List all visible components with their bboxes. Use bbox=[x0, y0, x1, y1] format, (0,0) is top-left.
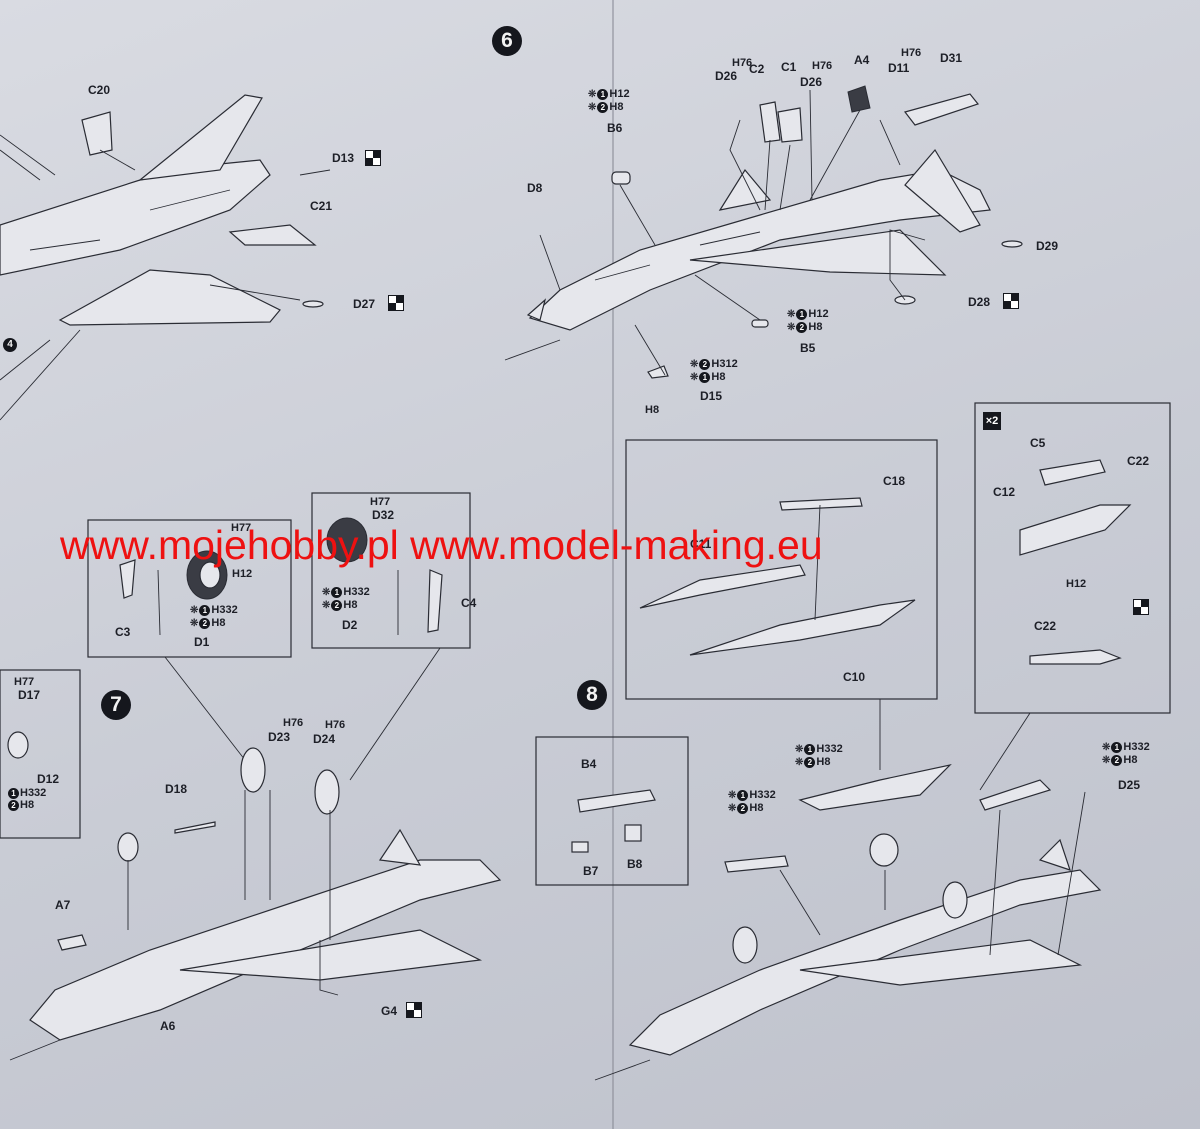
step-number-8: 8 bbox=[577, 680, 607, 710]
paint-code: H332 bbox=[343, 586, 370, 598]
part-label-d27: D27 bbox=[353, 297, 376, 311]
paint-code: H8 bbox=[1123, 754, 1138, 766]
part-label-b5: B5 bbox=[800, 341, 816, 355]
paint-code-h12: H12 bbox=[1066, 578, 1087, 590]
part-label-a6: A6 bbox=[160, 1019, 176, 1033]
paint-code-h77: H77 bbox=[231, 522, 252, 534]
part-label-d23: D23 bbox=[268, 730, 291, 744]
paint-code: H332 bbox=[20, 787, 47, 799]
part-label-c5: C5 bbox=[1030, 436, 1046, 450]
part-label-g4: G4 bbox=[381, 1004, 398, 1018]
step-number-4: 4 bbox=[3, 338, 17, 352]
part-label-d15: D15 bbox=[700, 389, 723, 403]
paint-code-h76: H76 bbox=[325, 719, 346, 731]
part-label-d32: D32 bbox=[372, 508, 395, 522]
decal-icon bbox=[1003, 293, 1019, 309]
part-label-c12: C12 bbox=[993, 485, 1016, 499]
part-label-d13: D13 bbox=[332, 151, 355, 165]
part-label-c2: C2 bbox=[749, 62, 765, 76]
paint-code: H8 bbox=[749, 802, 764, 814]
paint-code: H332 bbox=[816, 743, 843, 755]
paint-code-h77: H77 bbox=[14, 676, 35, 688]
step7-detail bbox=[0, 492, 471, 839]
part-label-b8: B8 bbox=[627, 857, 643, 871]
part-label-d12: D12 bbox=[37, 772, 60, 786]
paint-code-h12: H12 bbox=[232, 568, 253, 580]
part-label-d28: D28 bbox=[968, 295, 991, 309]
part-label-a4: A4 bbox=[854, 53, 870, 67]
step-number-7: 7 bbox=[101, 690, 131, 720]
paint-code-h76: H76 bbox=[732, 57, 753, 69]
paint-code: H8 bbox=[343, 599, 358, 611]
step8-aircraft bbox=[594, 763, 1102, 1081]
paint-code: H332 bbox=[749, 789, 776, 801]
part-label-c3: C3 bbox=[115, 625, 131, 639]
part-label-b7: B7 bbox=[583, 864, 599, 878]
page-fold bbox=[612, 0, 614, 1129]
part-label-c10: C10 bbox=[843, 670, 866, 684]
paint-code: H8 bbox=[808, 321, 823, 333]
part-label-d11: D11 bbox=[888, 61, 910, 75]
paint-code: H8 bbox=[816, 756, 831, 768]
part-label-d18: D18 bbox=[165, 782, 188, 796]
paint-code: H12 bbox=[808, 308, 829, 320]
part-label-d2: D2 bbox=[342, 618, 358, 632]
part-label-c1: C1 bbox=[781, 60, 797, 74]
decal-icon bbox=[365, 150, 381, 166]
decal-icon bbox=[1133, 599, 1149, 615]
paint-code-h76: H76 bbox=[283, 717, 304, 729]
paint-code: H332 bbox=[211, 604, 238, 616]
part-label-b4: B4 bbox=[581, 757, 597, 771]
part-label-d1: D1 bbox=[194, 635, 210, 649]
paint-code: H8 bbox=[211, 617, 226, 629]
part-label-d17: D17 bbox=[18, 688, 41, 702]
part-label-c4: C4 bbox=[461, 596, 477, 610]
paint-code: H12 bbox=[609, 88, 630, 100]
part-label-a7: A7 bbox=[55, 898, 71, 912]
paint-code: H332 bbox=[1123, 741, 1150, 753]
quantity-x2-badge: ×2 bbox=[983, 412, 1001, 430]
part-label-c21: C21 bbox=[310, 199, 333, 213]
part-label-c18: C18 bbox=[883, 474, 906, 488]
part-label-d31: D31 bbox=[940, 51, 963, 65]
part-label-b6: B6 bbox=[607, 121, 623, 135]
decal-icon bbox=[406, 1002, 422, 1018]
paint-code: H8 bbox=[20, 799, 35, 811]
part-label-c22: C22 bbox=[1034, 619, 1057, 633]
part-label-d8: D8 bbox=[527, 181, 543, 195]
part-label-c22: C22 bbox=[1127, 454, 1150, 468]
step6-aircraft bbox=[504, 85, 1023, 379]
decal-icon bbox=[388, 295, 404, 311]
step4-aircraft bbox=[0, 94, 331, 421]
part-label-d25: D25 bbox=[1118, 778, 1141, 792]
part-label-d24: D24 bbox=[313, 732, 336, 746]
paint-code-h76: H76 bbox=[901, 47, 922, 59]
part-label-d29: D29 bbox=[1036, 239, 1059, 253]
paint-code-h76: H76 bbox=[812, 60, 833, 72]
paint-code: H8 bbox=[711, 371, 726, 383]
paint-code-h8: H8 bbox=[645, 404, 660, 416]
paint-code-h77: H77 bbox=[370, 496, 391, 508]
step8-detail bbox=[535, 402, 1171, 886]
step7-aircraft bbox=[9, 747, 502, 1061]
part-label-c11: C11 bbox=[690, 537, 712, 551]
part-label-c20: C20 bbox=[88, 83, 111, 97]
paint-code: H8 bbox=[609, 101, 624, 113]
paint-code: H312 bbox=[711, 358, 738, 370]
watermark-text: www.mojehobby.pl www.model-making.eu bbox=[60, 522, 823, 568]
step-number-6: 6 bbox=[492, 26, 522, 56]
part-label-d26: D26 bbox=[715, 69, 738, 83]
part-label-d26: D26 bbox=[800, 75, 823, 89]
